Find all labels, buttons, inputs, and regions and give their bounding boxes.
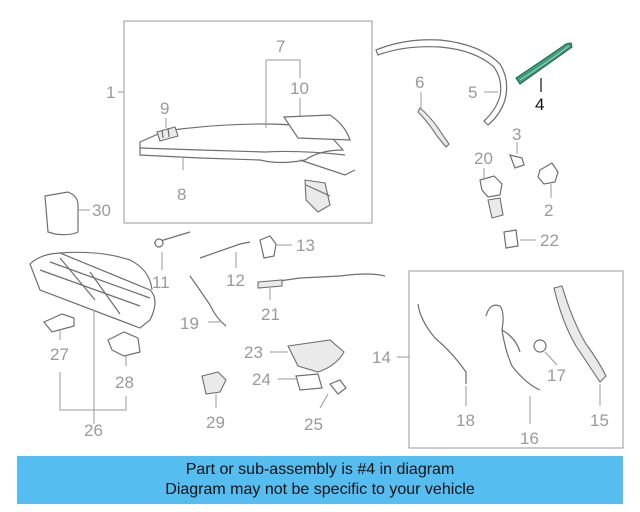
bracket-part-27 [43,313,75,333]
callout-21: 21 [261,305,280,324]
clip-part-3 [509,154,525,169]
latch-part-22 [503,229,519,249]
callout-8: 8 [177,185,186,204]
hinge-part-20 [479,175,504,219]
top-frame-part [139,123,356,213]
header-seal-part [375,39,508,126]
seal-part-15 [553,285,607,383]
handle-part-29 [201,371,227,395]
callout-23: 23 [244,343,263,362]
callout-12: 12 [226,271,245,290]
assembly-box-cables [408,270,624,449]
bracket-part-9 [156,126,179,142]
assembly-box-top [123,20,373,224]
bracket-part-13 [259,235,277,259]
cover-part-23 [287,339,345,373]
callout-2: 2 [544,201,553,220]
rail-part-21 [257,273,386,285]
motor-part-24 [295,373,323,391]
leader-25 [319,393,329,409]
callout-7: 7 [276,37,285,56]
callout-24: 24 [252,370,271,389]
parts-diagram: 1 2 3 4 5 6 7 8 9 10 11 12 13 14 15 16 1… [29,20,624,449]
callout-18: 18 [456,411,475,430]
cover-part-30 [44,191,79,236]
callout-9: 9 [160,99,169,118]
callout-17: 17 [547,366,566,385]
bracket-part-28 [107,331,141,357]
weatherstrip-part-4 [515,42,573,85]
callout-11: 11 [152,273,170,292]
info-banner: Part or sub-assembly is #4 in diagram Di… [17,456,623,504]
leader-26 [59,310,127,424]
rail-end-21 [257,279,283,289]
callout-30: 30 [92,201,111,220]
callout-10: 10 [290,79,309,98]
banner-line-1: Part or sub-assembly is #4 in diagram [185,461,455,478]
callout-15: 15 [590,411,609,430]
grommet-part-17 [533,339,547,353]
rear-window-part [282,114,351,141]
callout-20: 20 [474,149,493,168]
callout-6: 6 [415,73,424,92]
callout-28: 28 [115,373,134,392]
callout-13: 13 [296,236,315,255]
bracket-part-2 [537,162,559,185]
callout-16: 16 [520,429,539,448]
callout-1: 1 [106,83,115,102]
callout-27: 27 [50,345,69,364]
callout-22: 22 [540,231,559,250]
callout-5: 5 [468,83,477,102]
cable-part-16 [485,304,541,391]
leader-7 [265,59,301,128]
banner-line-2: Diagram may not be specific to your vehi… [165,481,475,498]
callout-29: 29 [206,413,225,432]
wind-deflector-part [29,251,156,329]
callout-3: 3 [512,125,521,144]
leader-17 [544,351,558,366]
seal-part-6 [417,107,450,148]
callout-4: 4 [535,95,544,114]
rod-end-11 [154,238,164,248]
callout-14: 14 [372,348,391,367]
callout-19: 19 [180,314,199,333]
callout-26: 26 [84,421,103,440]
callout-25: 25 [304,415,323,434]
cable-part-19 [189,275,227,327]
rod-part-12 [199,241,251,259]
cable-part-18 [417,303,467,384]
clip-part-25 [329,379,347,395]
